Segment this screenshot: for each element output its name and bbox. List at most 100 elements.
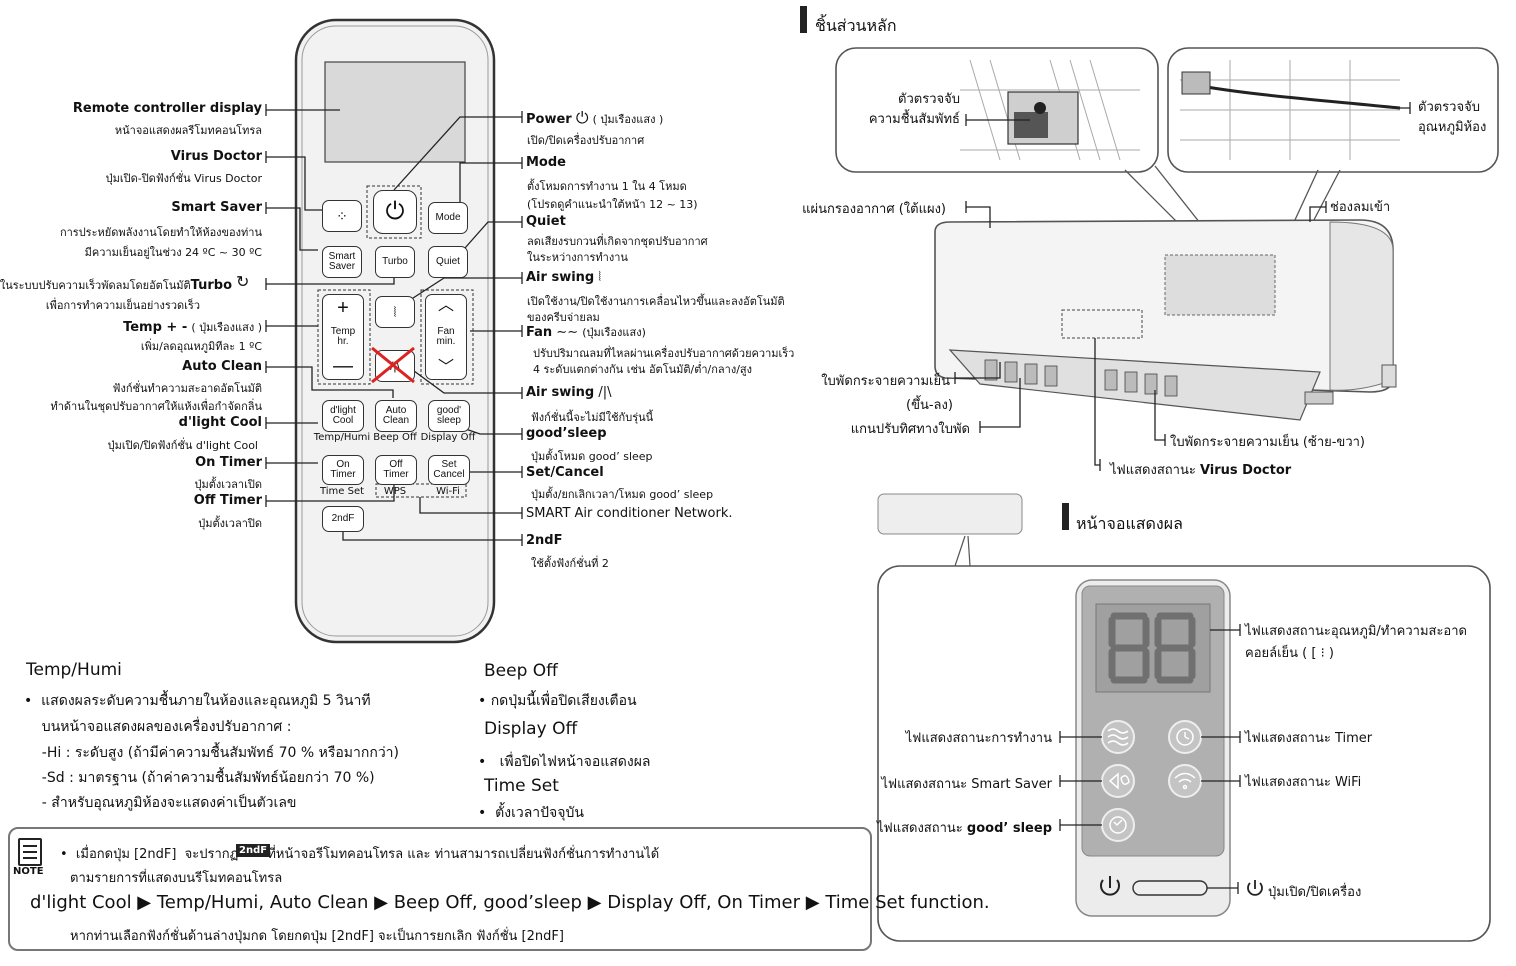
air-swing-updown-button[interactable]: ⦚ [375, 296, 415, 328]
timer-led-label: ไฟแสดงสถานะ Timer [1245, 731, 1373, 746]
note-icon [18, 838, 42, 866]
display-off-sublabel: Display Off [420, 432, 476, 443]
desc-air-swing: เปิดใช้งาน/ปิดใช้งานการเคลื่อนไหวขึ้นและ… [527, 295, 785, 308]
note-line-4: หากท่านเลือกฟังก์ชั่นด้านล่างปุ่มกด โดยก… [70, 929, 564, 944]
smart-saver-led-label: ไฟแสดงสถานะ Smart Saver [881, 777, 1052, 792]
smart-saver-button[interactable]: Smart Saver [322, 246, 362, 278]
desc-turbo: ทำงานในระบบปรับความเร็วพัดลมโดยอัตโนมัติ… [0, 278, 232, 293]
unit-section-title: ชิ้นส่วนหลัก [815, 16, 897, 35]
dlight-cool-button[interactable]: d'light Cool [322, 400, 364, 432]
temp-humi-line-5: - สำหรับอุณหภูมิห้องจะแสดงค่าเป็นตัวเลข [24, 795, 297, 811]
label-auto-clean: Auto Clean [182, 359, 262, 374]
desc-set-cancel: ปุ่มตั้ง/ยกเลิกเวลา/โหมด good’ sleep [531, 488, 714, 501]
label-dlight-cool: d'light Cool [178, 415, 262, 430]
desc-mode: ตั้งโหมดการทำงาน 1 ใน 4 โหมด [527, 180, 687, 193]
desc-power: เปิด/ปิดเครื่องปรับอากาศ [527, 134, 645, 147]
air-swing-lr-icon: /|\ [390, 359, 400, 373]
air-swing-icon: ⦚ [598, 270, 602, 285]
label-remote-display: Remote controller display [72, 101, 262, 116]
display-off-title: Display Off [484, 719, 578, 739]
desc-on-timer: ปุ่มตั้งเวลาเปิด [194, 478, 263, 491]
beep-off-sublabel: Beep Off [373, 432, 417, 443]
label-good-sleep: good’sleep [526, 426, 607, 441]
wifi-sublabel: Wi-Fi [436, 486, 460, 497]
wps-sublabel: WPS [383, 486, 407, 497]
chevron-down-icon: ﹀ [437, 359, 454, 376]
beep-off-line: • กดปุ่มนี้เพื่อปิดเสียงเตือน [478, 693, 637, 709]
label-mode: Mode [526, 155, 566, 170]
note-line-2: ตามรายการที่แสดงบนรีโมทคอนโทรล [70, 871, 283, 886]
display-section-title: หน้าจอแสดงผล [1076, 514, 1183, 533]
blade-updown-label-2: (ขึ้น-ลง) [906, 398, 953, 413]
temp-humi-line-2: บนหน้าจอแสดงผลของเครื่องปรับอากาศ : [24, 719, 292, 735]
desc-mode-2: (โปรดดูคำแนะนำใต้หน้า 12 ~ 13) [527, 198, 698, 211]
note-line-3: d'light Cool ▶ Temp/Humi, Auto Clean ▶ B… [30, 892, 990, 913]
time-set-line: • ตั้งเวลาปัจจุบัน [478, 805, 584, 821]
off-timer-button[interactable]: Off Timer [375, 455, 417, 485]
temp-humi-title: Temp/Humi [26, 660, 122, 680]
fan-button[interactable]: ︿ Fan min. ﹀ [425, 294, 467, 380]
second-f-button[interactable]: 2ndF [322, 506, 364, 532]
temp-humi-sublabel: Temp/Humi [313, 432, 371, 443]
auto-clean-button[interactable]: Auto Clean [375, 400, 417, 432]
time-set-title: Time Set [484, 776, 559, 796]
on-timer-button[interactable]: On Timer [322, 455, 364, 485]
temp-humi-line-3: -Hi : ระดับสูง (ถ้ามีค่าความชื้นสัมพัทธ์… [24, 745, 400, 761]
label-on-timer: On Timer [195, 455, 262, 470]
virus-doctor-button[interactable]: ⁘ [322, 200, 362, 232]
note-label: NOTE [13, 866, 44, 877]
good-sleep-led-label: ไฟแสดงสถานะ good’ sleep [876, 821, 1052, 836]
good-sleep-button[interactable]: good' sleep [428, 400, 470, 432]
virus-led-label: ไฟแสดงสถานะ Virus Doctor [1110, 463, 1292, 478]
air-inlet-label: ช่องลมเข้า [1330, 200, 1391, 215]
time-set-sublabel: Time Set [319, 486, 365, 497]
desc-second-f: ใช้ตั้งฟังก์ชั่นที่ 2 [531, 557, 609, 570]
blade-leftright-label: ใบพัดกระจายความเย็น (ซ้าย-ขวา) [1170, 435, 1365, 450]
label-smart-network: SMART Air conditioner Network. [526, 506, 733, 521]
turbo-icon: ↻ [236, 272, 250, 291]
power-icon: ⏻ [575, 108, 589, 127]
wifi-led-label: ไฟแสดงสถานะ WiFi [1245, 775, 1362, 790]
desc-fan-2: 4 ระดับแตกต่างกัน เช่น อัตโนมัติ/ต่ำ/กลา… [533, 363, 752, 376]
note-line-1: • เมื่อกดปุ่ม [2ndF] จะปรากฏ ที่หน้าจอรี… [60, 847, 660, 862]
plus-icon: + [337, 297, 349, 319]
mode-button[interactable]: Mode [428, 202, 468, 234]
label-off-timer: Off Timer [193, 493, 262, 508]
quiet-button[interactable]: Quiet [428, 246, 468, 278]
beep-off-title: Beep Off [484, 661, 558, 681]
chevron-up-icon: ︿ [437, 297, 454, 314]
power-btn-label: ปุ่มเปิด/ปิดเครื่อง [1268, 885, 1362, 900]
temp-button[interactable]: + Temp hr. — [322, 294, 364, 380]
label-smart-saver: Smart Saver [171, 200, 262, 215]
minus-icon: — [333, 355, 353, 377]
fan-wave-icon: ∼∼ [556, 325, 579, 340]
humidity-sensor-label: ตัวตรวจจับ ความชื้นสัมพัทธ์ [868, 92, 960, 127]
desc-temp: เพิ่ม/ลดอุณหภูมิทีละ 1 ºC [140, 340, 262, 353]
temp-humi-line-1: • แสดงผลระดับความชื้นภายในห้องและอุณหภูม… [24, 693, 371, 709]
operation-led-label: ไฟแสดงสถานะการทำงาน [905, 731, 1052, 746]
temp-humi-line-4: -Sd : มาตรฐาน (ถ้าค่าความชื้นสัมพัทธ์น้อ… [24, 770, 375, 786]
note-box [8, 827, 872, 951]
set-cancel-button[interactable]: Set Cancel [428, 455, 470, 485]
label-air-swing: Air swing ⦚ [526, 270, 602, 285]
desc-auto-clean-2: ทำด้านในชุดปรับอากาศให้แห้งเพื่อกำจัดกลิ… [50, 400, 262, 413]
desc-air-swing-lr: ฟังก์ชั่นนี้จะไม่มีใช้กับรุ่นนี้ [531, 411, 654, 424]
air-swing-leftright-button[interactable]: /|\ [375, 350, 415, 382]
desc-remote-display: หน้าจอแสดงผลรีโมทคอนโทรล [114, 124, 262, 137]
label-fan: Fan ∼∼ (ปุ่มเรืองแสง) [526, 325, 646, 340]
label-air-swing-lr: Air swing /|\ [526, 385, 612, 400]
desc-auto-clean: ฟังก์ชั่นทำความสะอาดอัตโนมัติ [112, 382, 262, 395]
temp-led-label: ไฟแสดงสถานะอุณหภูมิ/ทำความสะอาด [1245, 624, 1467, 639]
blade-updown-label: ใบพัดกระจายความเย็น [821, 374, 950, 389]
desc-smart-saver: การประหยัดพลังงานโดยทำให้ห้องของท่าน [59, 226, 262, 239]
label-quiet: Quiet [526, 214, 566, 229]
desc-fan: ปรับปริมาณลมที่ไหลผ่านเครื่องปรับอากาศด้… [533, 347, 795, 360]
label-second-f: 2ndF [526, 533, 563, 548]
desc-smart-saver-2: มีความเย็นอยู่ในช่วง 24 ºC ~ 30 ºC [84, 246, 262, 259]
desc-dlight-cool: ปุ่มเปิด/ปิดฟังก์ชั่น d'light Cool [107, 439, 258, 452]
power-button[interactable]: ⏻ [373, 190, 417, 234]
label-set-cancel: Set/Cancel [526, 465, 604, 480]
desc-off-timer: ปุ่มตั้งเวลาปิด [198, 517, 262, 530]
turbo-button[interactable]: Turbo [375, 246, 415, 278]
air-swing-icon: ⦚ [393, 304, 397, 320]
